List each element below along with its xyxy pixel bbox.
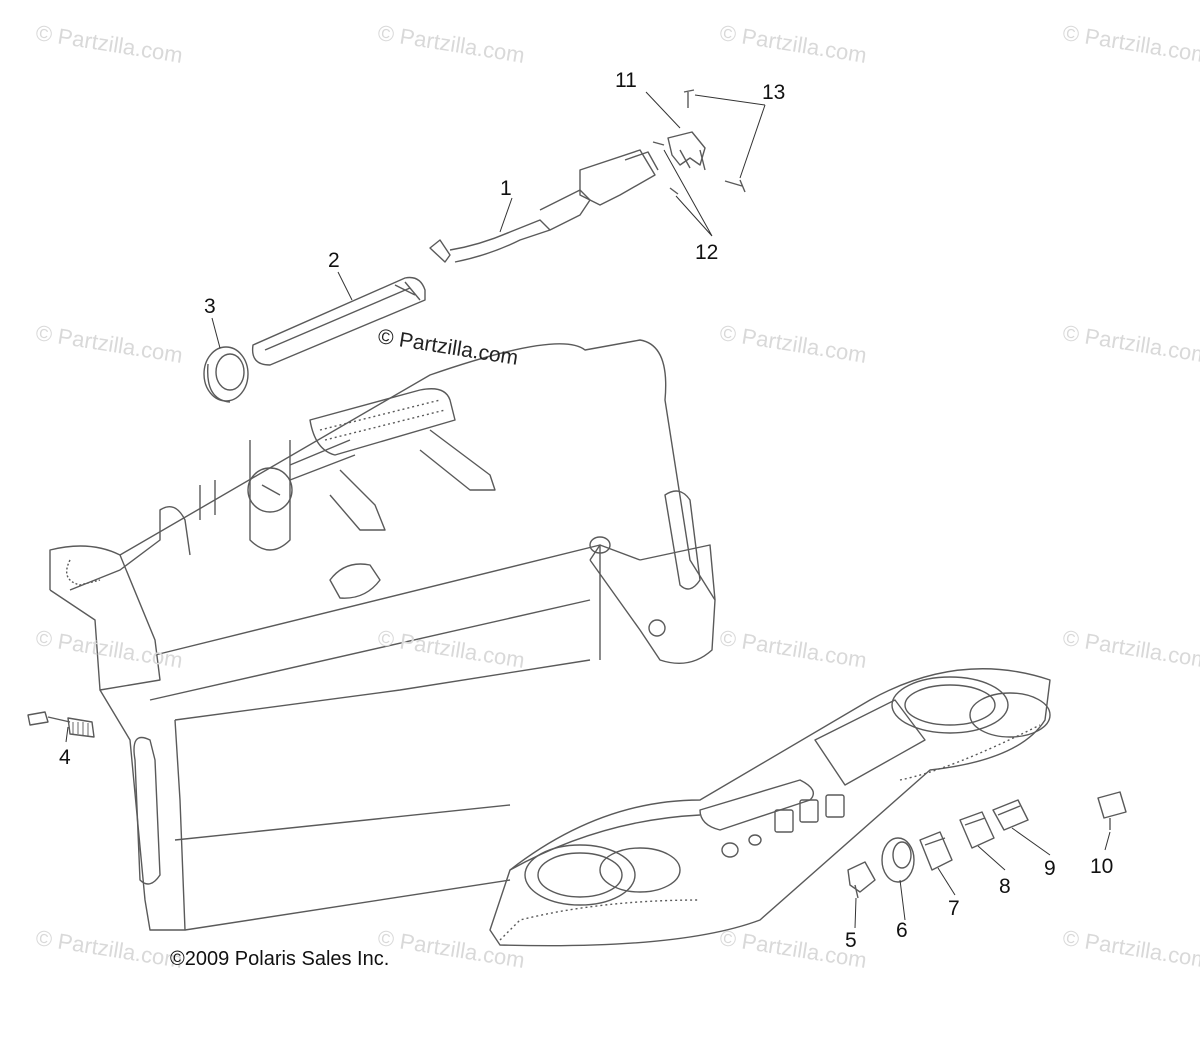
dash-frame bbox=[49, 339, 716, 931]
callout-9: 9 bbox=[1044, 857, 1056, 880]
callout-2: 2 bbox=[328, 249, 340, 272]
tube-part bbox=[251, 276, 426, 366]
callout-1: 1 bbox=[500, 177, 512, 200]
callout-5: 5 bbox=[845, 929, 857, 952]
callout-8: 8 bbox=[999, 875, 1011, 898]
leader-lines bbox=[65, 91, 1111, 929]
grommet-part bbox=[203, 346, 249, 403]
copyright-notice: ©2009 Polaris Sales Inc. bbox=[170, 948, 390, 970]
switch-parts bbox=[847, 791, 1127, 899]
callout-4: 4 bbox=[59, 746, 71, 769]
connector-part bbox=[27, 711, 95, 738]
wire-harness-part bbox=[429, 149, 659, 263]
callout-13: 13 bbox=[762, 81, 786, 104]
callout-6: 6 bbox=[896, 919, 908, 942]
bracket-part bbox=[652, 89, 746, 195]
callout-11: 11 bbox=[615, 69, 637, 92]
callout-7: 7 bbox=[948, 897, 960, 920]
center-console bbox=[489, 668, 1051, 947]
callout-3: 3 bbox=[204, 295, 216, 318]
callout-12: 12 bbox=[695, 241, 719, 264]
callout-10: 10 bbox=[1090, 855, 1114, 878]
